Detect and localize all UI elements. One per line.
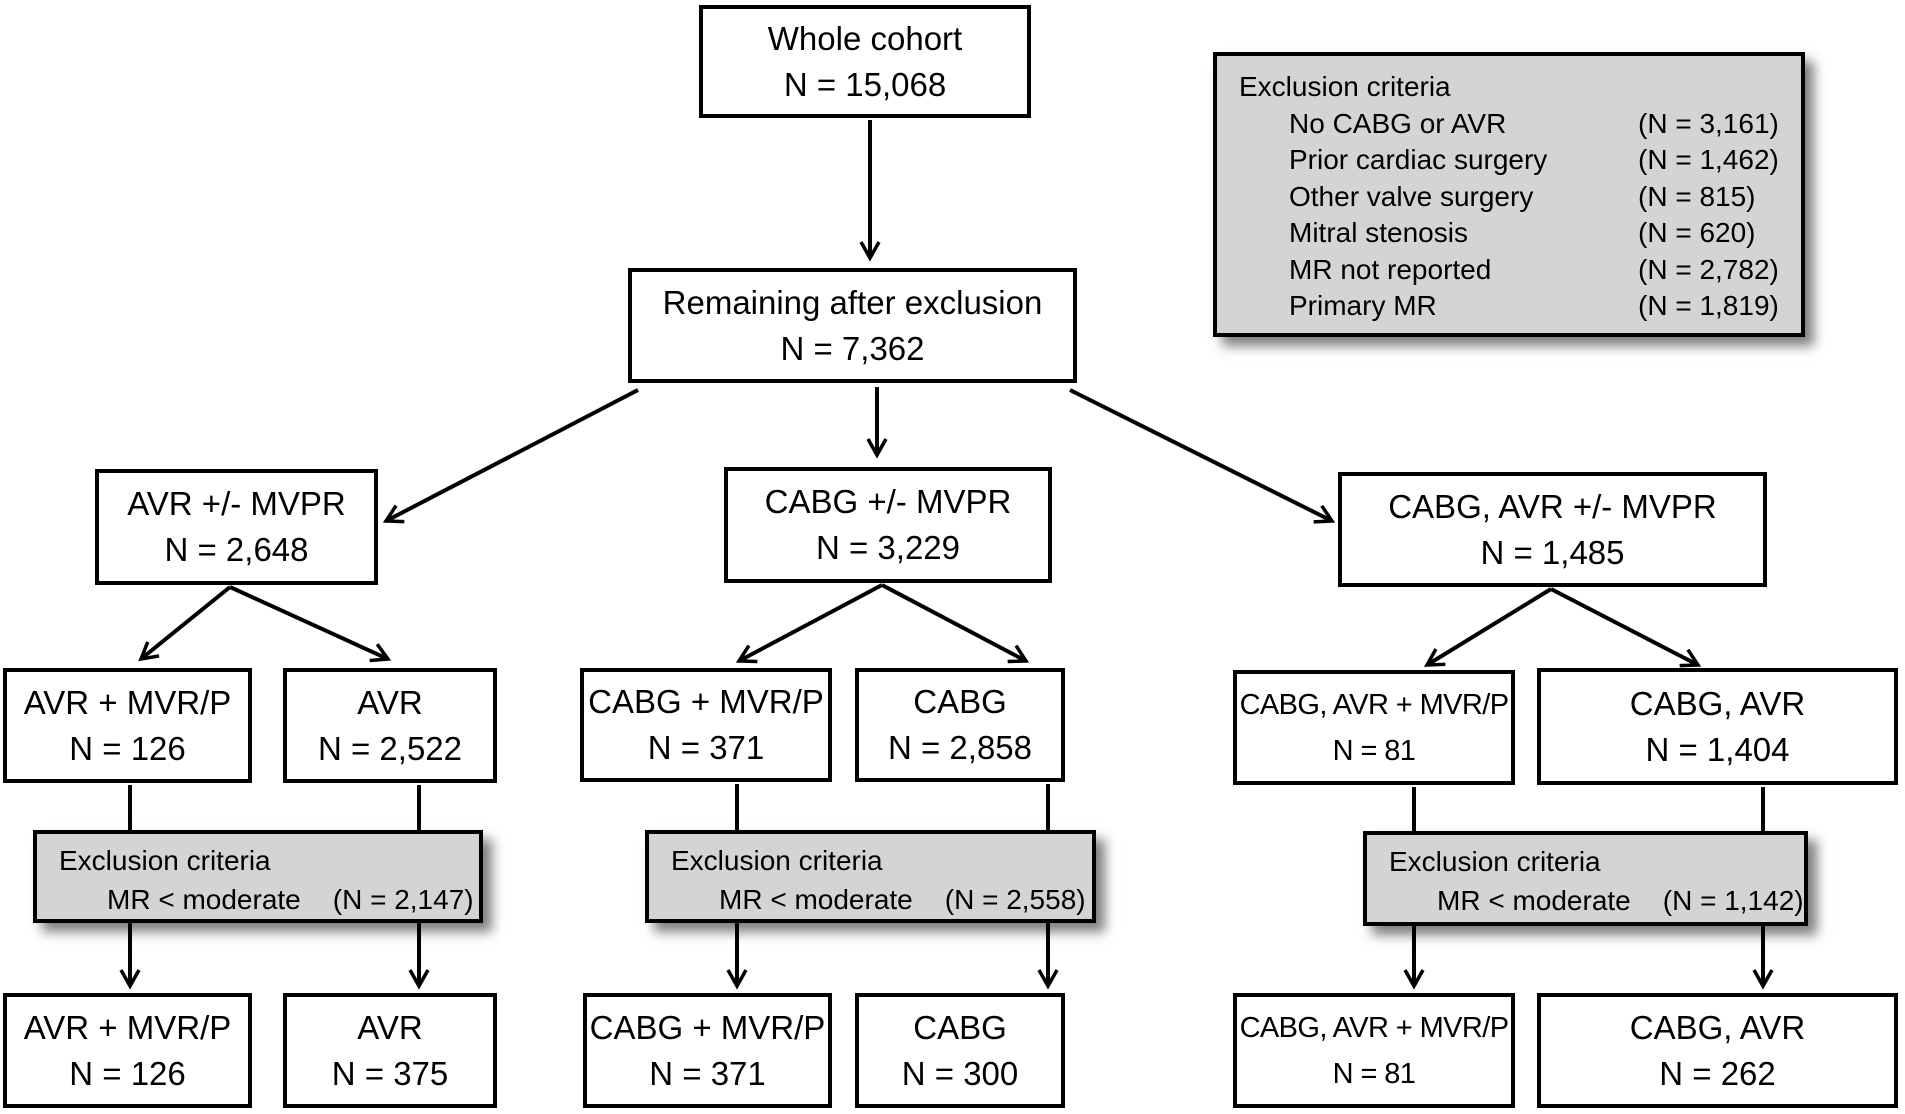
arrow-cabgavr-group-to-cabgavr bbox=[1550, 587, 1702, 668]
node-n: N = 126 bbox=[69, 1054, 186, 1092]
exclusion-n: (N = 1,142) bbox=[1662, 885, 1804, 916]
node-cabg-avr: CABG, AVR N = 1,404 bbox=[1537, 668, 1898, 785]
node-n: N = 81 bbox=[1332, 1057, 1416, 1090]
node-final-cabg-mvrp: CABG + MVR/P N = 371 bbox=[583, 993, 832, 1108]
node-n: N = 81 bbox=[1332, 734, 1416, 767]
node-label: CABG bbox=[913, 683, 1007, 720]
node-label: Remaining after exclusion bbox=[662, 283, 1043, 321]
node-cabg-avr-group: CABG, AVR +/- MVPR N = 1,485 bbox=[1338, 472, 1767, 587]
node-label: Whole cohort bbox=[767, 19, 963, 57]
exclusion-row: No CABG or AVR (N = 3,161) bbox=[1239, 106, 1801, 143]
node-n: N = 7,362 bbox=[780, 329, 925, 367]
exclusion-box-cabg-avr-branch: Exclusion criteria MR < moderate (N = 1,… bbox=[1363, 831, 1808, 926]
node-label: CABG, AVR bbox=[1629, 684, 1806, 722]
node-label: AVR bbox=[357, 1008, 423, 1046]
node-cabg-avr-mvrp: CABG, AVR + MVR/P N = 81 bbox=[1233, 670, 1515, 785]
node-final-avr: AVR N = 375 bbox=[283, 993, 497, 1108]
exclusion-title: Exclusion criteria bbox=[1389, 846, 1601, 877]
node-n: N = 2,522 bbox=[317, 729, 463, 767]
exclusion-n: (N = 1,462) bbox=[1638, 144, 1779, 175]
exclusion-criteria-panel: Exclusion criteria No CABG or AVR (N = 3… bbox=[1213, 52, 1805, 337]
node-n: N = 15,068 bbox=[783, 65, 947, 103]
node-final-avr-mvrp: AVR + MVR/P N = 126 bbox=[3, 993, 252, 1108]
node-label: AVR + MVR/P bbox=[23, 1008, 232, 1046]
exclusion-row: Mitral stenosis (N = 620) bbox=[1239, 215, 1801, 252]
node-final-cabg-avr: CABG, AVR N = 262 bbox=[1537, 993, 1898, 1108]
node-n: N = 262 bbox=[1659, 1054, 1776, 1092]
node-n: N = 3,229 bbox=[815, 529, 961, 566]
exclusion-label: No CABG or AVR bbox=[1289, 107, 1507, 139]
arrow-remaining-to-avr-group bbox=[382, 388, 639, 524]
node-label: CABG + MVR/P bbox=[588, 683, 824, 720]
node-label: CABG, AVR + MVR/P bbox=[1239, 688, 1509, 721]
node-cabg: CABG N = 2,858 bbox=[855, 668, 1065, 782]
node-n: N = 1,404 bbox=[1645, 730, 1790, 768]
arrow-cabg-group-to-cabg-mvrp bbox=[735, 583, 883, 664]
arrow-avr-group-to-avr-mvrp bbox=[138, 585, 232, 662]
exclusion-label: Mitral stenosis bbox=[1289, 217, 1468, 248]
exclusion-n: (N = 3,161) bbox=[1638, 107, 1779, 139]
node-final-cabg: CABG N = 300 bbox=[855, 993, 1065, 1108]
node-n: N = 2,858 bbox=[887, 729, 1033, 766]
exclusion-box-avr-branch: Exclusion criteria MR < moderate (N = 2,… bbox=[33, 830, 483, 923]
exclusion-n: (N = 815) bbox=[1638, 180, 1756, 212]
node-label: CABG + MVR/P bbox=[589, 1008, 826, 1046]
node-remaining-after-exclusion: Remaining after exclusion N = 7,362 bbox=[628, 268, 1077, 383]
node-avr: AVR N = 2,522 bbox=[283, 668, 497, 783]
arrow-cabg-group-to-cabg bbox=[881, 583, 1030, 664]
exclusion-row: Primary MR (N = 1,819) bbox=[1239, 288, 1801, 325]
node-label: CABG, AVR bbox=[1629, 1008, 1806, 1046]
exclusion-line: MR < moderate (N = 2,558) bbox=[671, 880, 1086, 919]
node-cabg-group: CABG +/- MVPR N = 3,229 bbox=[724, 467, 1052, 583]
node-label: CABG, AVR + MVR/P bbox=[1239, 1011, 1509, 1044]
exclusion-n: (N = 2,558) bbox=[944, 884, 1086, 915]
exclusion-title: Exclusion criteria bbox=[671, 845, 883, 876]
node-n: N = 375 bbox=[331, 1054, 449, 1092]
arrow-remaining-to-cabg-avr-group bbox=[1069, 388, 1336, 524]
exclusion-row: MR not reported (N = 2,782) bbox=[1239, 252, 1801, 289]
exclusion-label: MR < moderate bbox=[1437, 885, 1631, 916]
arrow-avr-group-to-avr bbox=[229, 585, 392, 663]
node-n: N = 300 bbox=[901, 1054, 1019, 1092]
exclusion-label: Other valve surgery bbox=[1289, 180, 1534, 212]
node-label: CABG, AVR +/- MVPR bbox=[1388, 487, 1717, 525]
node-avr-mvrp: AVR + MVR/P N = 126 bbox=[3, 668, 252, 783]
node-whole-cohort: Whole cohort N = 15,068 bbox=[699, 5, 1031, 118]
node-label: CABG +/- MVPR bbox=[764, 483, 1012, 520]
node-avr-group: AVR +/- MVPR N = 2,648 bbox=[95, 469, 378, 585]
node-n: N = 2,648 bbox=[164, 531, 309, 568]
exclusion-label: Primary MR bbox=[1289, 290, 1437, 321]
exclusion-label: Prior cardiac surgery bbox=[1289, 144, 1548, 175]
node-n: N = 371 bbox=[649, 1054, 766, 1092]
node-n: N = 126 bbox=[69, 729, 186, 767]
exclusion-n: (N = 1,819) bbox=[1638, 290, 1779, 321]
node-n: N = 1,485 bbox=[1480, 533, 1625, 571]
exclusion-line: MR < moderate (N = 1,142) bbox=[1389, 881, 1804, 920]
node-label: AVR +/- MVPR bbox=[127, 485, 346, 522]
node-label: AVR bbox=[357, 683, 423, 721]
exclusion-line: MR < moderate (N = 2,147) bbox=[59, 880, 474, 919]
exclusion-box-cabg-branch: Exclusion criteria MR < moderate (N = 2,… bbox=[645, 830, 1096, 923]
exclusion-title: Exclusion criteria bbox=[59, 845, 271, 876]
node-label: CABG bbox=[913, 1008, 1007, 1046]
exclusion-n: (N = 2,147) bbox=[332, 884, 474, 915]
arrow-cabgavr-group-to-cabgavr-mvrp bbox=[1423, 587, 1553, 667]
exclusion-label: MR not reported bbox=[1289, 253, 1492, 285]
exclusion-row: Other valve surgery (N = 815) bbox=[1239, 179, 1801, 216]
panel-title: Exclusion criteria bbox=[1239, 71, 1451, 102]
node-label: AVR + MVR/P bbox=[23, 683, 232, 721]
node-cabg-mvrp: CABG + MVR/P N = 371 bbox=[580, 668, 832, 782]
node-n: N = 371 bbox=[647, 729, 765, 766]
exclusion-n: (N = 620) bbox=[1638, 217, 1756, 248]
exclusion-row: Prior cardiac surgery (N = 1,462) bbox=[1239, 142, 1801, 179]
exclusion-label: MR < moderate bbox=[719, 884, 913, 915]
node-final-cabg-avr-mvrp: CABG, AVR + MVR/P N = 81 bbox=[1233, 993, 1515, 1108]
exclusion-label: MR < moderate bbox=[107, 884, 301, 915]
exclusion-n: (N = 2,782) bbox=[1638, 253, 1779, 285]
